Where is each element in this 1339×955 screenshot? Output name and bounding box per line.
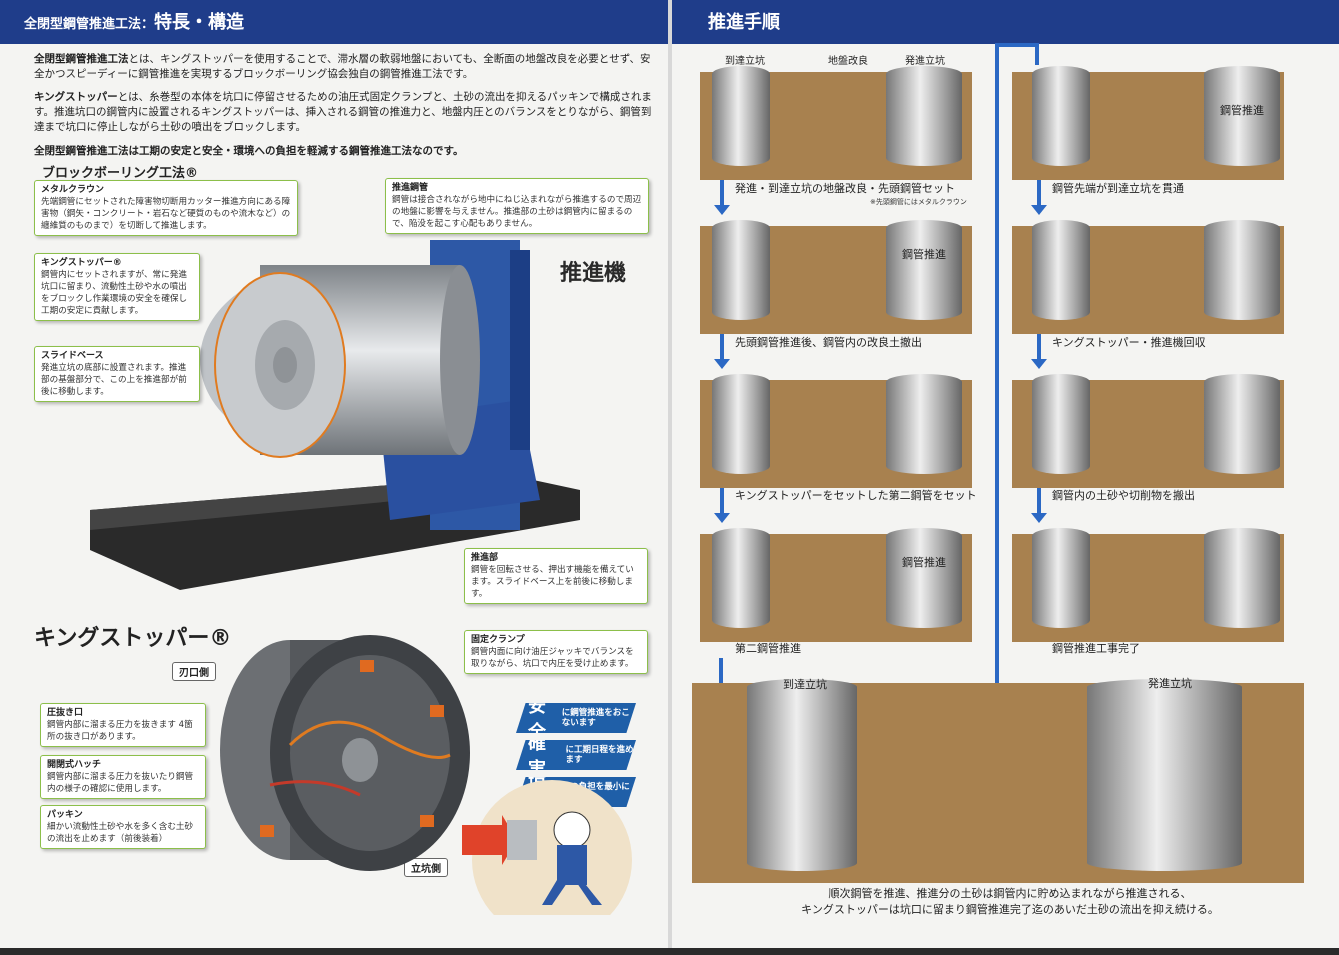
bottom-description: 順次鋼管を推進、推進分の土砂は鋼管内に貯め込まれながら推進される、 キングストッ… [801,887,1219,916]
label-arrival-shaft: 到達立坑 [725,56,765,67]
step-8-panel [1012,528,1284,642]
intro-paragraph-2: キングストッパーとは、糸巻型の本体を坑口に停留させるための油圧式固定クランプと、… [34,91,652,133]
callout-king-stopper: キングストッパー®鋼管内にセットされますが、常に発進坑口に留まり、流動性土砂や水… [34,253,200,321]
king-stopper-illustration [220,635,470,871]
step-arrow [714,488,730,523]
step-4-caption: 第二鋼管推進 [735,642,801,655]
step-2-caption: 先頭鋼管推進後、鋼管内の改良土撤出 [735,336,922,349]
step-arrow [1031,334,1047,369]
summary-text: 全閉型鋼管推進工法は工期の安定と安全・環境への負担を軽減する鋼管推進工法なのです… [34,145,464,157]
step-1-caption: 発進・到達立坑の地盤改良・先頭鋼管セット [735,182,955,195]
step-arrow [714,334,730,369]
step-6-panel [1012,220,1284,334]
machine-label: 推進機 [560,261,627,286]
flow-connector [719,43,1039,707]
header-prefix: 全閉型鋼管推進工法： [24,17,155,32]
step-4-panel: 鋼管推進 [700,528,972,642]
label-departure-shaft: 発進立坑 [905,56,945,67]
arrival-shaft [1032,66,1090,166]
label-pipe-push: 鋼管推進 [1220,104,1264,117]
callout-propulsion-unit: 推進部鋼管を回転させる、押出す機能を備えています。スライドベース上を前後に移動し… [464,548,648,604]
king-stopper-title: キングストッパー® [34,626,232,651]
step-7-caption: 鋼管内の土砂や切削物を搬出 [1052,489,1195,502]
label-pipe-push: 鋼管推進 [902,556,946,569]
departure-shaft [886,528,962,628]
step-arrow [714,180,730,215]
callout-push-pipe: 推進鋼管鋼管は接合されながら地中にねじ込まれながら推進するので周辺の地盤に影響を… [385,178,649,234]
page-divider [668,0,672,955]
callout-metal-crown: メタルクラウン先端鋼管にセットされた障害物切断用カッター推進方向にある障害物（鋼… [34,180,298,236]
step-1-panel [700,66,972,180]
label-arrival-shaft-large: 到達立坑 [783,678,827,691]
label-pipe-push: 鋼管推進 [902,248,946,261]
shaft-side-badge: 立坑側 [404,858,448,877]
feature-safety: 安全に鋼管推進をおこないます [516,703,636,733]
step-6-caption: キングストッパー・推進機回収 [1052,336,1206,349]
step-3-panel [700,374,972,488]
step-5-panel: 鋼管推進 [1012,66,1284,180]
propulsion-machine-illustration [90,240,580,590]
callout-pressure-vent: 圧抜き口鋼管内部に溜まる圧力を抜きます 4箇所の抜き口があります。 [40,703,206,747]
arrival-shaft [712,220,770,320]
departure-shaft [1204,528,1280,628]
arrival-shaft [712,374,770,474]
step-2-panel: 鋼管推進 [700,220,972,334]
step-3-caption: キングストッパーをセットした第二鋼管をセット [735,489,977,502]
departure-shaft [886,374,962,474]
callout-hatch: 開閉式ハッチ鋼管内部に溜まる圧力を抜いたり鋼管内の様子の確認に使用します。 [40,755,206,799]
arrival-shaft [1032,528,1090,628]
block-boring-title: ブロックボーリング工法® [42,166,199,181]
arrival-shaft [1032,220,1090,320]
departure-shaft [886,66,962,166]
intro-paragraph-1: 全閉型鋼管推進工法とは、キングストッパーを使用することで、滞水層の軟弱地盤におい… [34,53,651,80]
callout-fixing-clamp: 固定クランプ鋼管内面に向け油圧ジャッキでバランスを取りながら、坑口で内圧を受け止… [464,630,648,674]
arrival-shaft [712,66,770,166]
left-page-header: 全閉型鋼管推進工法：特長・構造 [0,0,668,44]
departure-shaft [1204,66,1280,166]
feature-certainty: 確実に工期日程を進めます [516,740,636,770]
mascot-illustration [462,780,632,915]
label-ground-improvement: 地盤改良 [828,56,868,67]
step-7-panel [1012,374,1284,488]
blade-side-badge: 刃口側 [172,662,216,681]
header-title: 特長・構造 [154,12,245,33]
step-5-caption: 鋼管先端が到達立坑を貫通 [1052,182,1184,195]
callout-packing: パッキン細かい流動性土砂や水を多く含む土砂の流出を止めます（前後装着） [40,805,206,849]
departure-shaft [1204,374,1280,474]
arrival-shaft [747,679,857,871]
arrival-shaft [1032,374,1090,474]
step-arrow [1031,180,1047,215]
step-1-note: ※先頭鋼管にはメタルクラウン [870,198,967,206]
procedure-title: 推進手順 [708,12,780,33]
right-page-header: 推進手順 [672,0,1339,44]
page-footer-bar [0,948,1339,955]
departure-shaft [1204,220,1280,320]
large-procedure-panel [692,679,1304,883]
step-arrow [1031,488,1047,523]
label-departure-shaft-large: 発進立坑 [1148,677,1192,690]
departure-shaft [886,220,962,320]
step-8-caption: 鋼管推進工事完了 [1052,642,1140,655]
departure-shaft [1087,679,1242,871]
arrival-shaft [712,528,770,628]
callout-slide-base: スライドベース発進立坑の底部に設置されます。推進部の基盤部分で、この上を推進部が… [34,346,200,402]
